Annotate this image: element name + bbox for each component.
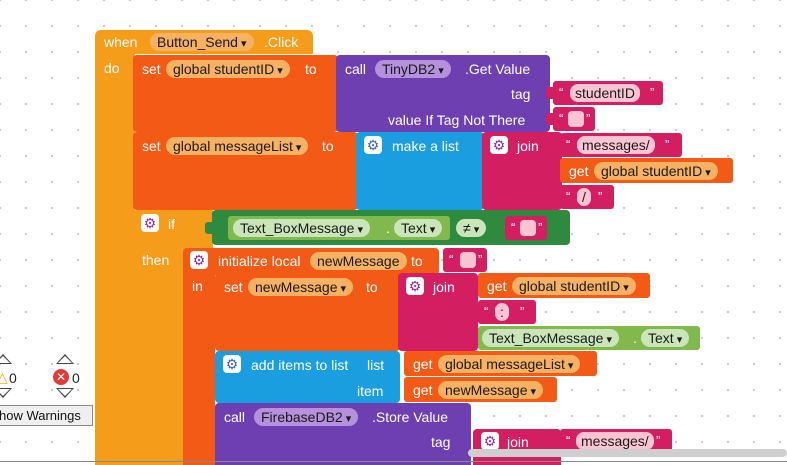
- empty-string-field[interactable]: [568, 111, 584, 127]
- variable-dropdown-global-studentid[interactable]: global studentID: [512, 277, 636, 295]
- string-connector: [546, 113, 553, 125]
- to-label: to: [411, 253, 423, 269]
- call-label: call: [345, 61, 367, 77]
- open-quote: “: [484, 304, 489, 319]
- string-messages-value[interactable]: messages/: [576, 432, 654, 450]
- gear-icon[interactable]: ⚙: [481, 432, 499, 450]
- string-connector: [546, 87, 553, 99]
- close-quote: ”: [656, 433, 661, 448]
- join-label: join: [433, 279, 455, 295]
- previous-error-arrow-icon[interactable]: [56, 354, 74, 364]
- close-quote: ”: [586, 111, 591, 126]
- when-label: when: [104, 34, 138, 50]
- string-slash-value[interactable]: /: [577, 188, 591, 206]
- gear-icon[interactable]: ⚙: [141, 214, 159, 232]
- operator-dropdown-not-equal[interactable]: ≠: [456, 219, 487, 237]
- variable-dropdown-global-messagelist[interactable]: global messageList: [438, 355, 581, 373]
- compare-connector: [205, 222, 212, 234]
- open-quote: “: [559, 85, 564, 100]
- next-error-arrow-icon[interactable]: [56, 388, 74, 398]
- close-quote: ”: [538, 220, 543, 235]
- dot-label: .: [633, 330, 637, 346]
- previous-warning-arrow-icon[interactable]: [0, 354, 12, 364]
- to-label: to: [305, 61, 317, 77]
- local-variable-name-field[interactable]: newMessage: [310, 252, 407, 270]
- gear-icon[interactable]: ⚙: [490, 136, 508, 154]
- property-dropdown-text[interactable]: Text: [641, 329, 690, 347]
- add-items-to-list-block[interactable]: [215, 351, 400, 403]
- open-quote: “: [566, 137, 571, 152]
- item-label: item: [357, 383, 384, 399]
- add-items-to-list-label: add items to list: [251, 357, 349, 373]
- variable-dropdown-global-studentid[interactable]: global studentID: [594, 162, 718, 180]
- get-label: get: [569, 163, 589, 179]
- set-label: set: [224, 279, 243, 295]
- warning-count: 0: [9, 370, 17, 386]
- show-warnings-button[interactable]: how Warnings: [0, 405, 93, 426]
- join-label: join: [507, 434, 529, 450]
- string-colon-value[interactable]: :: [495, 303, 509, 321]
- close-quote: ”: [520, 304, 525, 319]
- open-quote: “: [566, 433, 571, 448]
- gear-icon[interactable]: ⚙: [364, 136, 382, 154]
- open-quote: “: [449, 252, 454, 267]
- open-quote: “: [559, 111, 564, 126]
- component-dropdown-button-send[interactable]: Button_Send: [150, 33, 254, 51]
- show-warnings-label: how Warnings: [0, 408, 81, 423]
- tag-label: tag: [511, 86, 531, 102]
- variable-dropdown-newmessage[interactable]: newMessage: [438, 381, 544, 399]
- empty-string-field[interactable]: [460, 252, 476, 268]
- set-label: set: [142, 61, 161, 77]
- close-quote: ”: [665, 137, 670, 152]
- open-quote: “: [566, 189, 571, 204]
- initialize-local-body: [183, 272, 215, 465]
- event-block-body: [95, 50, 135, 465]
- get-label: get: [487, 278, 507, 294]
- gear-icon[interactable]: ⚙: [223, 355, 241, 373]
- in-label: in: [192, 278, 203, 294]
- next-warning-arrow-icon[interactable]: [0, 388, 12, 398]
- warning-triangle-icon: △: [0, 369, 8, 385]
- variable-dropdown-global-studentid[interactable]: global studentID: [166, 60, 290, 78]
- variable-dropdown-global-messagelist[interactable]: global messageList: [166, 137, 309, 155]
- call-label: call: [224, 409, 246, 425]
- component-dropdown-firebasedb2[interactable]: FirebaseDB2: [254, 408, 359, 426]
- tag-label: tag: [431, 434, 451, 450]
- property-dropdown-text[interactable]: Text: [394, 219, 443, 237]
- get-label: get: [413, 356, 433, 372]
- gear-icon[interactable]: ⚙: [190, 251, 208, 269]
- make-a-list-label: make a list: [392, 138, 459, 154]
- get-value-label: .Get Value: [465, 61, 531, 77]
- do-label: do: [104, 60, 120, 76]
- gear-icon[interactable]: ⚙: [406, 277, 424, 295]
- open-quote: “: [511, 220, 516, 235]
- string-messages-value[interactable]: messages/: [577, 136, 655, 154]
- empty-string-field[interactable]: [520, 220, 536, 236]
- string-studentid-value[interactable]: studentID: [570, 84, 640, 102]
- to-label: to: [322, 138, 334, 154]
- component-dropdown-text-boxmessage[interactable]: Text_BoxMessage: [482, 329, 619, 347]
- horizontal-scrollbar[interactable]: [468, 449, 787, 457]
- close-quote: ”: [598, 189, 603, 204]
- component-dropdown-text-boxmessage[interactable]: Text_BoxMessage: [233, 219, 370, 237]
- get-label: get: [413, 382, 433, 398]
- bottom-divider: [0, 461, 787, 462]
- event-name-label: .Click: [264, 34, 299, 50]
- dot-label: .: [386, 220, 390, 236]
- error-icon: ✕: [53, 369, 69, 385]
- store-value-label: .Store Value: [372, 409, 449, 425]
- list-label: list: [367, 357, 385, 373]
- error-count: 0: [72, 370, 80, 386]
- close-quote: ”: [478, 252, 483, 267]
- set-label: set: [142, 138, 161, 154]
- close-quote: ”: [650, 85, 655, 100]
- variable-dropdown-newmessage[interactable]: newMessage: [248, 278, 354, 296]
- value-if-tag-not-there-label: value If Tag Not There: [388, 112, 526, 128]
- then-label: then: [142, 252, 170, 268]
- if-label: if: [168, 216, 175, 232]
- component-dropdown-tinydb2[interactable]: TinyDB2: [375, 60, 451, 78]
- initialize-local-label: initialize local: [218, 253, 301, 269]
- join-label: join: [517, 138, 539, 154]
- to-label: to: [366, 279, 378, 295]
